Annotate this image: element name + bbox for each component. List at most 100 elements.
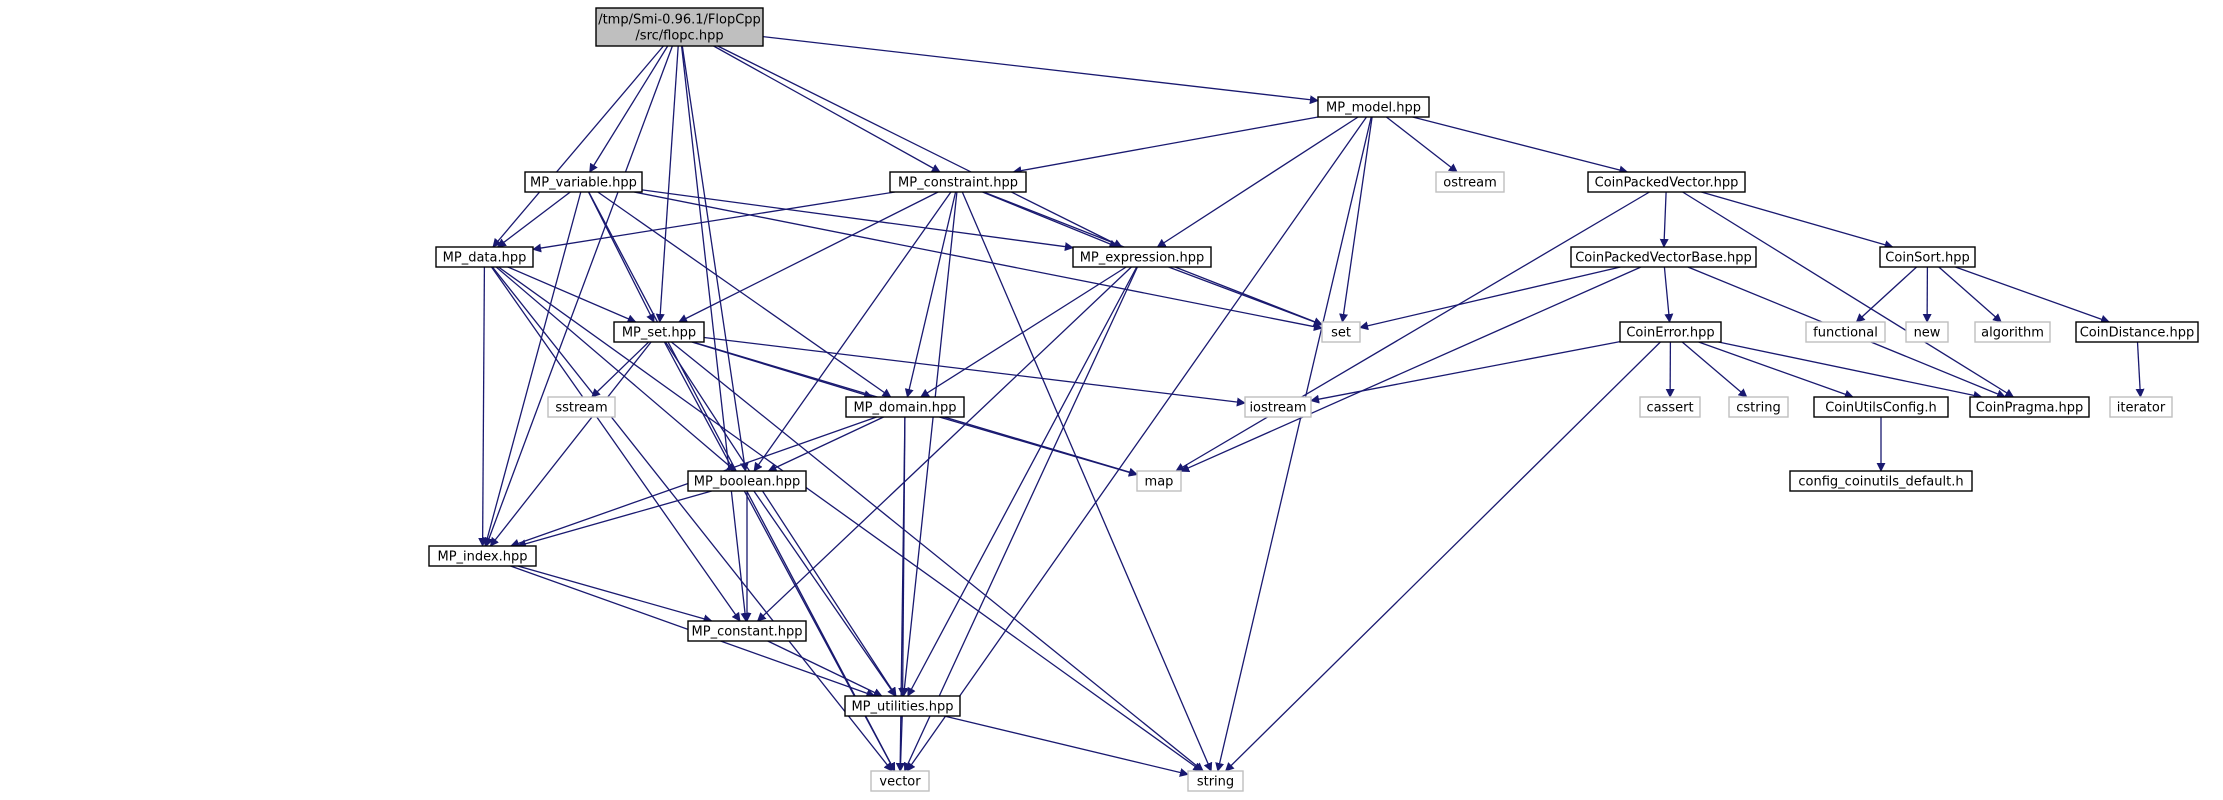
node-box xyxy=(435,246,534,268)
edge-mp_data-to-mp_boolean xyxy=(495,266,736,472)
edge-coinerror-to-string xyxy=(1224,341,1661,772)
node-label: MP_model.hpp xyxy=(1326,101,1421,116)
node-coinpackedvector[interactable]: CoinPackedVector.hpp xyxy=(1587,171,1746,193)
edge-mp_data-to-string xyxy=(498,266,1203,772)
node-mp-constant[interactable]: MP_constant.hpp xyxy=(687,620,807,642)
node-box xyxy=(1905,321,1949,343)
node-label: CoinPackedVectorBase.hpp xyxy=(1575,251,1752,266)
node-box xyxy=(1570,246,1757,268)
edge-mp_model-to-string xyxy=(1215,116,1372,772)
edge-mp_expression-to-set xyxy=(1168,266,1323,327)
node-box xyxy=(1789,470,1973,492)
edge-flopc-to-mp_model xyxy=(762,35,1319,105)
node-mp-index[interactable]: MP_index.hpp xyxy=(428,545,537,567)
edge-coindistance-to-iterator xyxy=(2135,341,2145,398)
node-box xyxy=(2075,321,2199,343)
edge-mp_utilities-to-string xyxy=(944,715,1189,777)
edge-mp_model-to-coinpackedvector xyxy=(1412,116,1629,175)
edge-mp_utilities-to-vector xyxy=(896,715,906,772)
edge-mp_expression-to-vector xyxy=(903,266,1138,772)
node-coinsort[interactable]: CoinSort.hpp xyxy=(1879,246,1976,268)
node-mp-boolean[interactable]: MP_boolean.hpp xyxy=(687,470,807,492)
node-label: MP_constant.hpp xyxy=(692,625,803,640)
node-coinutilsconfig[interactable]: CoinUtilsConfig.h xyxy=(1813,396,1949,418)
node-mp-model[interactable]: MP_model.hpp xyxy=(1317,96,1430,118)
node-iostream: iostream xyxy=(1244,396,1312,418)
edge-mp_data-to-mp_set xyxy=(507,266,637,323)
edge-mp_data-to-mp_index xyxy=(478,266,488,547)
edge-mp_expression-to-mp_domain xyxy=(920,266,1127,398)
node-mp-expression[interactable]: MP_expression.hpp xyxy=(1072,246,1212,268)
node-label: MP_variable.hpp xyxy=(530,176,637,191)
node-mp-variable[interactable]: MP_variable.hpp xyxy=(524,171,643,193)
node-label: MP_constraint.hpp xyxy=(898,176,1018,191)
node-coinpragma[interactable]: CoinPragma.hpp xyxy=(1969,396,2090,418)
edge-mp_expression-to-mp_constant xyxy=(756,266,1132,622)
edge-mp_variable-to-mp_index xyxy=(482,191,582,547)
node-coinerror[interactable]: CoinError.hpp xyxy=(1619,321,1722,343)
node-label: /src/flopc.hpp xyxy=(635,29,723,44)
edge-mp_index-to-mp_constant xyxy=(517,565,713,624)
node-iterator: iterator xyxy=(2109,396,2173,418)
edge-flopc-to-mp_data xyxy=(492,45,664,248)
edge-coinpackedvector-to-map xyxy=(1175,191,1650,472)
edge-mp_model-to-vector xyxy=(906,116,1368,772)
node-mp-utilities[interactable]: MP_utilities.hpp xyxy=(844,695,961,717)
edge-mp_domain-to-mp_boolean xyxy=(767,416,884,472)
node-mp-constraint[interactable]: MP_constraint.hpp xyxy=(889,171,1027,193)
edge-mp_set-to-mp_index xyxy=(489,341,652,547)
node-flopc[interactable]: /tmp/Smi-0.96.1/FlopCpp/src/flopc.hpp xyxy=(595,7,764,47)
edge-coinpackedvectorbase-to-coinerror xyxy=(1663,266,1674,323)
edge-mp_constraint-to-string xyxy=(961,191,1213,772)
node-set: set xyxy=(1321,321,1361,343)
node-box xyxy=(687,620,807,642)
node-label: algorithm xyxy=(1981,326,2044,341)
edge-coinpackedvectorbase-to-set xyxy=(1359,266,1621,331)
node-functional: functional xyxy=(1805,321,1886,343)
node-box xyxy=(1317,96,1430,118)
edge-mp_variable-to-mp_expression xyxy=(641,189,1074,252)
node-box xyxy=(845,396,965,418)
node-label: new xyxy=(1914,326,1941,341)
node-coinpackedvectorbase[interactable]: CoinPackedVectorBase.hpp xyxy=(1570,246,1757,268)
edge-mp_constraint-to-mp_set xyxy=(678,191,939,323)
edge-mp_variable-to-mp_set xyxy=(587,191,655,323)
node-box xyxy=(1435,171,1505,193)
node-label: iterator xyxy=(2117,401,2166,416)
node-ostream: ostream xyxy=(1435,171,1505,193)
node-new: new xyxy=(1905,321,1949,343)
edge-coinpackedvector-to-coinpackedvectorbase xyxy=(1659,191,1669,248)
edge-flopc-to-mp_constant xyxy=(680,45,750,622)
node-box xyxy=(1969,396,2090,418)
node-mp-data[interactable]: MP_data.hpp xyxy=(435,246,534,268)
edge-mp_set-to-sstream xyxy=(591,341,650,398)
node-mp-domain[interactable]: MP_domain.hpp xyxy=(845,396,965,418)
node-label: vector xyxy=(879,775,921,790)
node-box xyxy=(1974,321,2051,343)
edge-mp_constant-to-mp_utilities xyxy=(767,640,883,697)
node-box xyxy=(1244,396,1312,418)
node-box xyxy=(1072,246,1212,268)
node-label: MP_set.hpp xyxy=(622,326,696,341)
edge-mp_constraint-to-mp_domain xyxy=(904,191,957,398)
node-box xyxy=(2109,396,2173,418)
node-algorithm: algorithm xyxy=(1974,321,2051,343)
node-box xyxy=(1136,470,1182,492)
edge-mp_constraint-to-mp_boolean xyxy=(753,191,952,472)
node-box xyxy=(1187,770,1244,792)
node-label: string xyxy=(1197,775,1234,790)
node-coindistance[interactable]: CoinDistance.hpp xyxy=(2075,321,2199,343)
edge-mp_data-to-vector xyxy=(491,266,893,772)
node-config-coinutils[interactable]: config_coinutils_default.h xyxy=(1789,470,1973,492)
node-label: CoinError.hpp xyxy=(1626,326,1714,341)
node-box xyxy=(687,470,807,492)
node-box xyxy=(547,396,616,418)
node-sstream: sstream xyxy=(547,396,616,418)
edge-mp_model-to-set xyxy=(1339,116,1373,323)
node-label: functional xyxy=(1813,326,1878,341)
node-mp-set[interactable]: MP_set.hpp xyxy=(613,321,705,343)
edge-flopc-to-mp_set xyxy=(655,45,679,323)
edge-mp_model-to-ostream xyxy=(1386,116,1458,173)
edge-coinsort-to-algorithm xyxy=(1938,266,2002,323)
edge-mp_boolean-to-mp_utilities xyxy=(753,490,897,697)
